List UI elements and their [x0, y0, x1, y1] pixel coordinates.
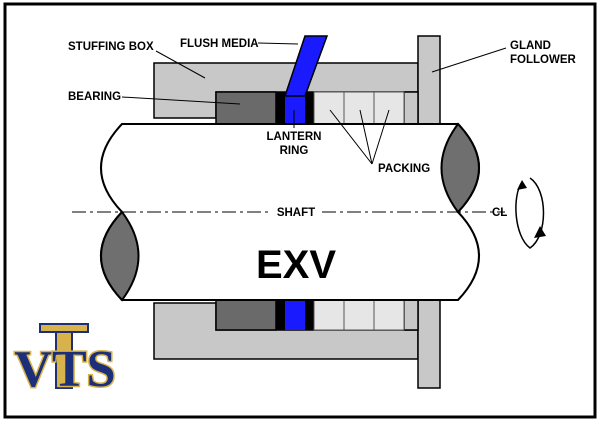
- leader-flush-media: [257, 42, 299, 45]
- lantern-edge-bottom-right: [305, 300, 314, 330]
- shaft-end-left: [100, 210, 140, 302]
- packing-rings-top: [313, 91, 405, 125]
- lantern-ring-bottom: [285, 300, 305, 330]
- leader-packing: [359, 109, 373, 165]
- leader-stuffing-box: [155, 50, 206, 79]
- packing-rings-bottom: [313, 299, 405, 331]
- leader-bearing: [121, 96, 241, 105]
- centerline-symbol: CL: [492, 207, 507, 219]
- rotation-arrowhead-bottom: [534, 226, 546, 238]
- lantern-edge-top-left: [276, 92, 285, 124]
- vts-logo: VTS: [13, 323, 117, 400]
- leader-packing: [371, 109, 390, 165]
- gland-follower-bottom: [417, 299, 441, 389]
- packing-ring: [373, 91, 405, 125]
- logo-text: VTS: [14, 341, 115, 398]
- lantern-edge-bottom-left: [276, 300, 285, 330]
- gland-follower-sleeve-top: [403, 91, 419, 125]
- gland-follower-top: [417, 35, 441, 125]
- leader-packing: [329, 109, 373, 165]
- label-packing: PACKING: [378, 163, 430, 175]
- flush-media-pipe: [283, 35, 329, 97]
- bearing-top: [215, 91, 277, 125]
- shaft-marking: EXV: [256, 243, 336, 287]
- label-lantern: LANTERN: [267, 131, 322, 143]
- leader-gland-follower: [431, 47, 507, 73]
- label-stuffing-box: STUFFING BOX: [68, 41, 154, 53]
- label-follower: FOLLOWER: [510, 54, 576, 66]
- packing-ring: [373, 299, 405, 331]
- packing-ring: [313, 299, 345, 331]
- rotation-arrow: [515, 177, 545, 249]
- gland-follower-sleeve-bottom: [403, 299, 419, 331]
- rotation-arrowhead-top: [517, 180, 527, 190]
- label-ring: RING: [280, 145, 309, 157]
- label-gland: GLAND: [510, 40, 551, 52]
- lantern-ring-top: [285, 92, 305, 124]
- packing-ring: [343, 91, 375, 125]
- logo-pillar-cap: [39, 323, 89, 333]
- label-flush-media: FLUSH MEDIA: [180, 38, 259, 50]
- lantern-edge-top-right: [305, 92, 314, 124]
- packing-ring: [343, 299, 375, 331]
- shaft-label: SHAFT: [277, 207, 315, 219]
- bearing-bottom: [215, 299, 277, 331]
- label-bearing: BEARING: [68, 91, 121, 103]
- packing-ring: [313, 91, 345, 125]
